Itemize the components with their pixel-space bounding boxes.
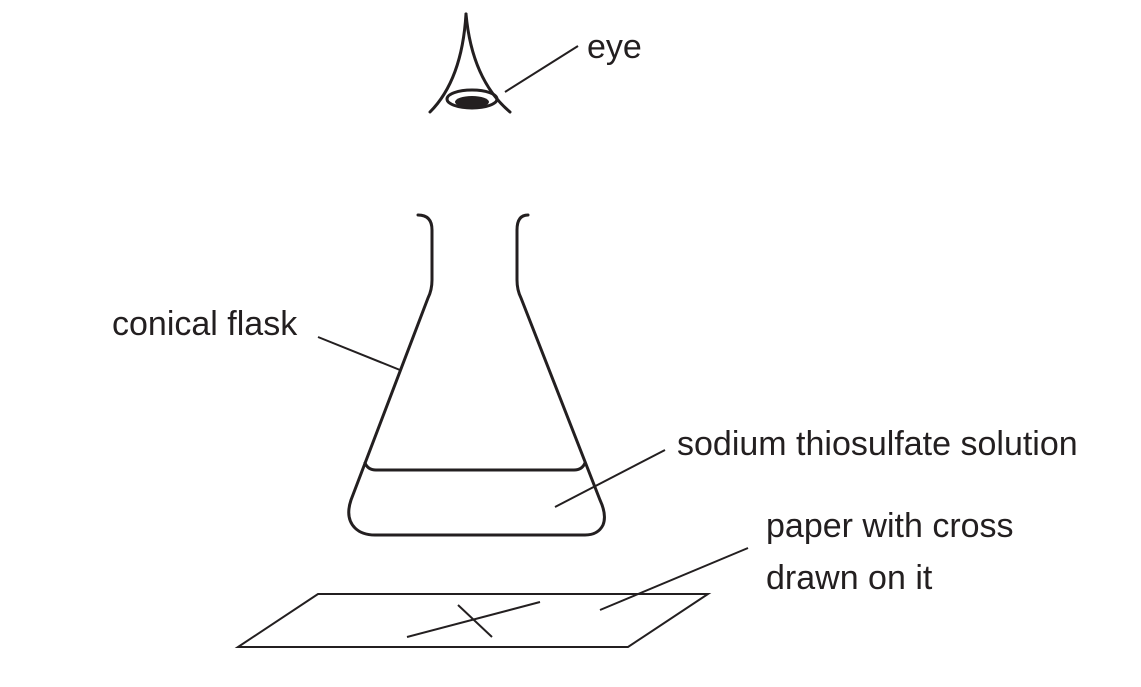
flask-pointer	[317, 336, 401, 371]
paper-with-cross	[234, 593, 712, 648]
eye-label: eye	[587, 28, 642, 66]
conical-flask	[347, 213, 606, 537]
solution-pointer	[554, 449, 666, 508]
paper-label-line1: paper with cross	[766, 507, 1014, 545]
cross-line-2	[457, 604, 493, 638]
eye-pointer	[504, 45, 579, 93]
paper-label-line2: drawn on it	[766, 559, 933, 597]
paper-pointer	[599, 547, 749, 611]
liquid-surface	[363, 461, 587, 472]
eye-icon	[428, 12, 512, 114]
solution-label: sodium thiosulfate solution	[677, 425, 1078, 463]
flask-label: conical flask	[112, 305, 298, 343]
